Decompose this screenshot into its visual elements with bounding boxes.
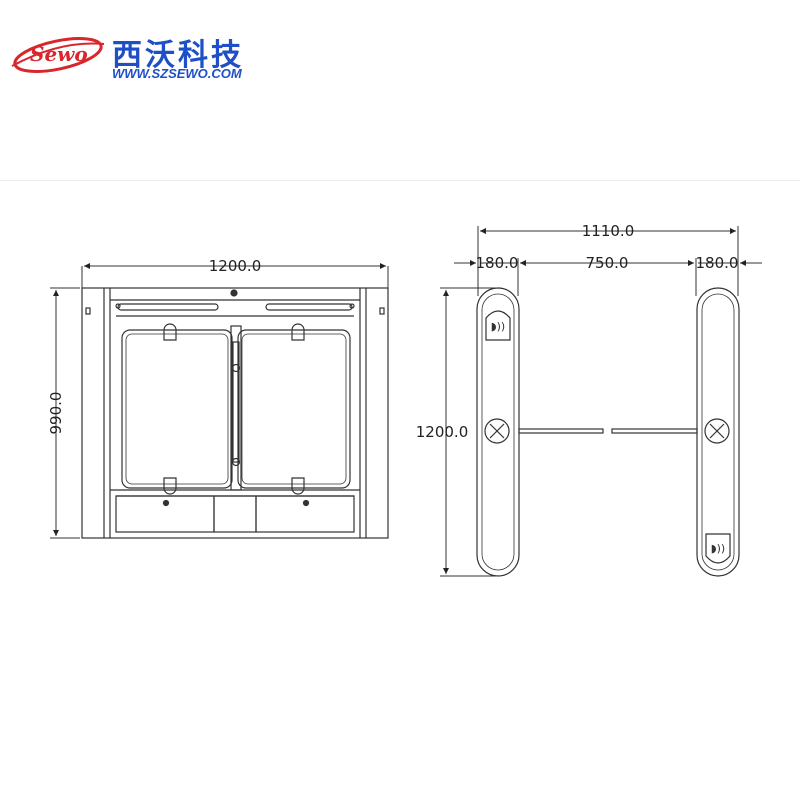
right-card-reader-icon xyxy=(705,533,731,564)
brand-logo: Sewo 西沃科技 WWW.SZSEWO.COM xyxy=(0,0,320,100)
left-card-reader-icon xyxy=(485,310,511,341)
right-status-x-icon xyxy=(704,418,730,444)
center-base-panel xyxy=(213,495,257,533)
right-cabinet-width-label: 180.0 xyxy=(696,254,739,272)
right-rfid-icon: ◗)) xyxy=(711,542,725,555)
total-width-label: 1110.0 xyxy=(582,222,635,240)
front-height-label: 990.0 xyxy=(47,392,65,435)
top-view xyxy=(440,226,762,577)
logo-script-text: Sewo xyxy=(30,42,88,66)
left-glass-wing xyxy=(121,329,233,489)
header-divider xyxy=(0,180,800,181)
right-glass-wing xyxy=(237,329,351,489)
left-cabinet-width-label: 180.0 xyxy=(476,254,519,272)
brand-website: WWW.SZSEWO.COM xyxy=(112,66,242,81)
right-swing-arm xyxy=(611,428,698,434)
sewo-swoosh-icon: Sewo xyxy=(11,37,105,73)
length-label: 1200.0 xyxy=(416,423,469,441)
right-light-bar xyxy=(265,303,353,311)
left-light-bar xyxy=(117,303,219,311)
passage-width-label: 750.0 xyxy=(586,254,629,272)
brand-name: 西沃科技 xyxy=(112,38,244,73)
front-view xyxy=(50,263,389,539)
front-outline xyxy=(81,287,389,539)
left-status-x-icon xyxy=(484,418,510,444)
front-width-label: 1200.0 xyxy=(209,257,262,275)
left-rfid-icon: ◗)) xyxy=(491,320,505,333)
left-swing-arm xyxy=(518,428,604,434)
right-base-panel xyxy=(255,495,355,533)
